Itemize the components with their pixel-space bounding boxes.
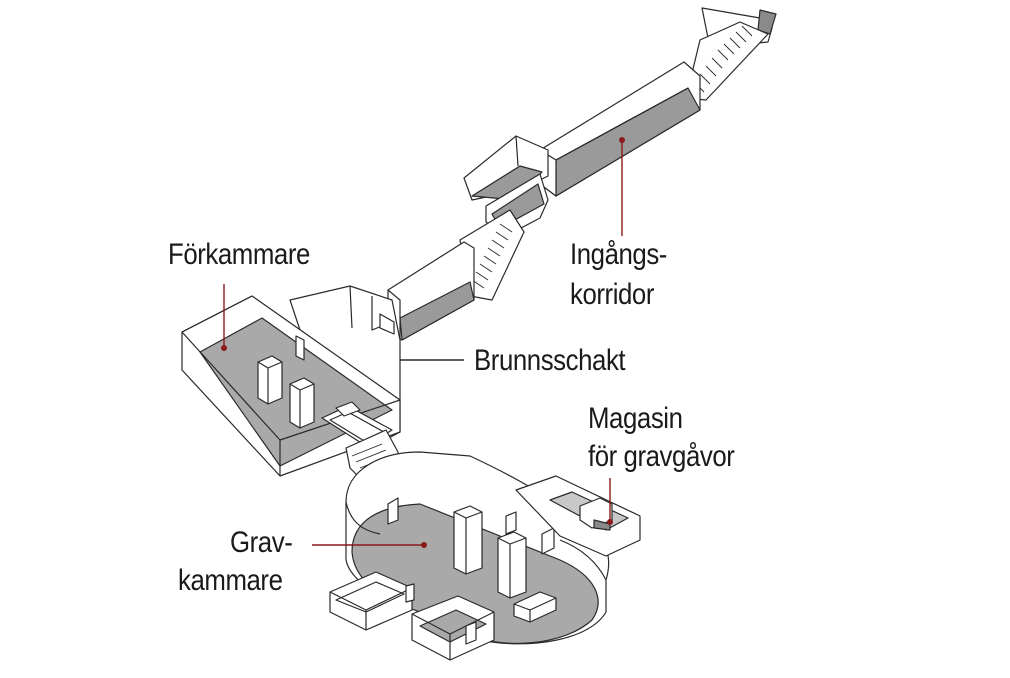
leader-magasin [607,478,613,525]
leader-lines [221,137,625,548]
label-gravkammare-line2: kammare [178,564,283,597]
label-ingangskorridor-line2: korridor [570,278,655,311]
entrance-corridor [387,7,777,341]
label-gravkammare-line1: Grav- [230,526,293,559]
label-ingangskorridor-line1: Ingångs- [570,238,667,271]
leader-ingangskorridor [619,137,625,236]
leader-gravkammare [312,542,427,548]
label-magasin-line2: för gravgåvor [588,440,735,473]
label-magasin-line1: Magasin [588,402,683,435]
antechamber [181,295,401,477]
label-brunnsschakt: Brunnsschakt [474,344,626,377]
annex-rooms [329,571,495,661]
leader-forkammare [221,284,227,351]
storage-room [515,475,641,557]
label-forkammare: Förkammare [168,238,310,271]
